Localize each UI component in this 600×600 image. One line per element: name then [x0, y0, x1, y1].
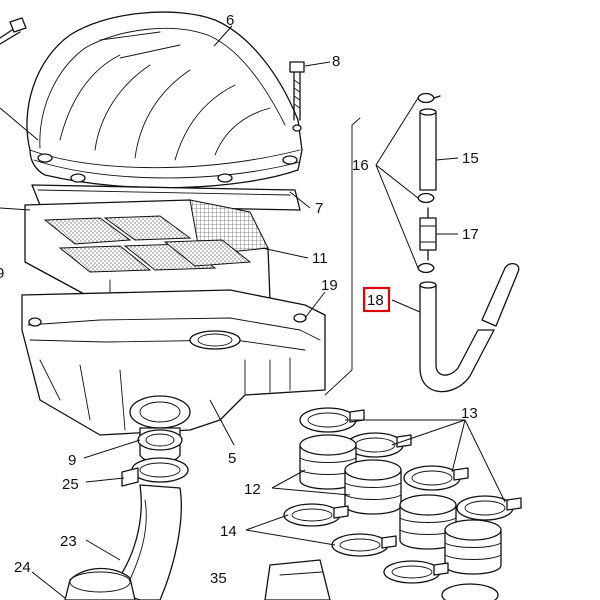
throttle-body-part-35: [264, 559, 331, 600]
callout-35: 35: [210, 570, 227, 587]
clamp-set-part-14: [283, 503, 499, 600]
inline-filter-part-17: [419, 207, 437, 261]
screw-part-8: [289, 61, 305, 132]
callout-24: 24: [14, 559, 31, 576]
callout-18-highlight: [362, 286, 391, 313]
callout-19: 19: [321, 277, 338, 294]
callout-17: 17: [462, 226, 479, 243]
air-filter-element: [24, 199, 271, 309]
callout-13: 13: [461, 405, 478, 422]
hose-clamp-part-25: [121, 457, 189, 487]
callout-8: 8: [332, 53, 340, 70]
lower-air-box: [21, 289, 326, 436]
callout-6: 6: [226, 12, 234, 29]
callout-14: 14: [220, 523, 237, 540]
callout-7: 7: [315, 200, 323, 217]
leader-lines: [0, 25, 506, 599]
callout-12: 12: [244, 481, 261, 498]
callout-15: 15: [462, 150, 479, 167]
callout-18: 18: [367, 292, 384, 309]
clamp-set-part-13: [299, 407, 522, 521]
breather-assembly-outline: [324, 117, 361, 396]
hose-part-15: [419, 108, 437, 191]
callout-11: 11: [312, 250, 328, 267]
intake-boots-part-12: [299, 434, 502, 575]
intake-funnel-part-24: [64, 567, 136, 600]
hose-clip-top: [417, 92, 441, 104]
callout-23: 23: [60, 533, 77, 550]
callout-25: 25: [62, 476, 79, 493]
bolt-top-left: [0, 17, 27, 45]
callout-9: 9: [68, 452, 76, 469]
callout-labels: 6 8 16 15 7 17 11 19 9 18 13 9 5 25 12 2…: [0, 12, 479, 587]
hose-clip-bottom: [417, 262, 435, 274]
air-box-cover: [26, 11, 303, 189]
callout-5: 5: [228, 450, 236, 467]
hose-clip-middle: [417, 192, 435, 204]
callout-16: 16: [352, 157, 369, 174]
breather-hose-part-18: [419, 262, 520, 393]
callout-9-left: 9: [0, 265, 4, 282]
